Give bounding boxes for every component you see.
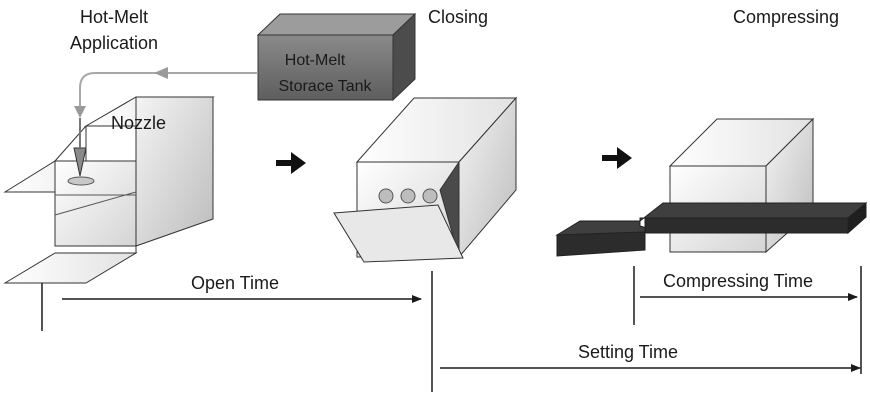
- feed-down-arrow: [74, 106, 86, 118]
- storage-tank-label-line1: Hot-Melt: [285, 52, 346, 69]
- box-compressing: [555, 117, 868, 257]
- closing-label: Closing: [428, 7, 488, 27]
- feed-pipe: [74, 67, 258, 118]
- glue-dot-icon: [378, 188, 394, 204]
- glue-dot-icon: [400, 188, 416, 204]
- storage-tank-label-line2: Storace Tank: [278, 78, 372, 95]
- box-application: [3, 96, 215, 284]
- hot-melt-application-label-line1: Hot-Melt: [80, 7, 148, 27]
- storage-tank: Hot-Melt Storace Tank: [256, 12, 417, 102]
- glue-dot-icon: [422, 188, 438, 204]
- nozzle-label: Nozzle: [111, 113, 166, 133]
- feed-direction-arrow: [154, 67, 168, 79]
- hot-melt-application-label-line2: Application: [70, 33, 158, 53]
- setting-time-label: Setting Time: [578, 342, 678, 362]
- glue-drop-icon: [67, 176, 95, 186]
- step-arrow-icon: [276, 152, 306, 174]
- open-time-label: Open Time: [191, 273, 279, 293]
- closing-flap: [333, 204, 464, 263]
- compressing-time-label: Compressing Time: [663, 271, 813, 291]
- compressing-label: Compressing: [733, 7, 839, 27]
- step-arrow-icon: [602, 147, 632, 169]
- box-closing: [333, 96, 518, 263]
